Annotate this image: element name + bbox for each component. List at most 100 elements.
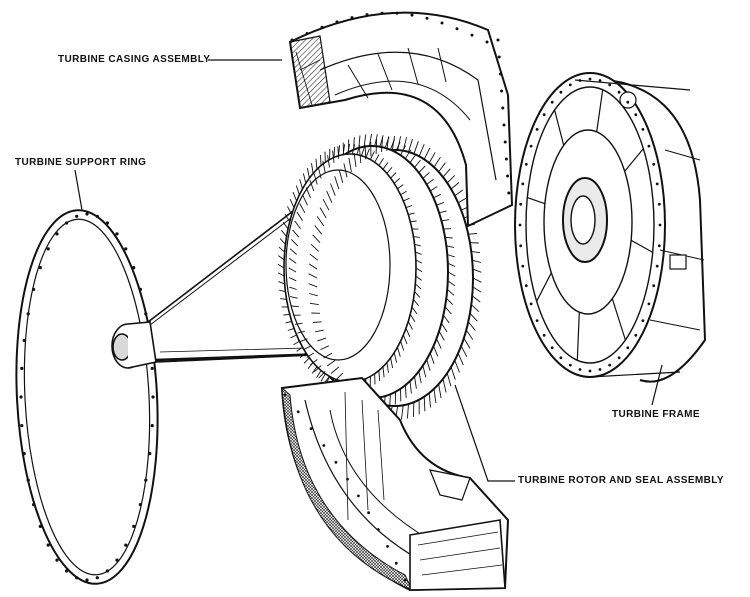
bolt-hole [19, 395, 23, 399]
rotor-blade [280, 298, 287, 300]
rotor-blade [400, 190, 407, 196]
rotor-blade [315, 329, 324, 333]
bolt-hole [46, 247, 50, 251]
rotor-blade [311, 163, 314, 174]
bolt-hole [38, 524, 42, 529]
bolt [470, 33, 474, 37]
bolt [455, 27, 459, 31]
rotor-blade [303, 345, 311, 351]
rotor-blade [364, 144, 367, 160]
rotor-blade [309, 253, 319, 261]
casing-flange-bolts [290, 11, 511, 195]
bolt [507, 191, 511, 195]
rotor-blade [397, 347, 401, 357]
rotor-blade [438, 162, 446, 173]
bolt [634, 333, 638, 337]
rotor-blade [332, 150, 335, 163]
rotor-blade [418, 144, 425, 157]
rotor-blade [279, 238, 286, 245]
rotor-blade [290, 238, 299, 247]
rotor-blade [457, 353, 464, 366]
rotor-blade [405, 205, 413, 209]
rotor-blade [414, 291, 421, 298]
bolt [501, 106, 505, 110]
rotor-blade [414, 159, 421, 168]
rotor-blade [358, 135, 361, 148]
rotor-blade [308, 283, 318, 288]
rotor-blade [406, 404, 409, 419]
rotor-blade [356, 144, 361, 155]
rotor-blade [319, 207, 327, 219]
rotor-blade [418, 371, 422, 384]
bolt-hole [95, 214, 99, 218]
rotor-blade [393, 178, 401, 184]
rotor-blade [415, 267, 423, 273]
rotor-blade [405, 328, 411, 337]
bolt-hole [132, 266, 136, 270]
rotor-blade [460, 345, 468, 358]
rotor-blade [289, 286, 297, 290]
bolt-hole [20, 366, 24, 370]
frame-strut [630, 239, 653, 253]
bolt [425, 16, 429, 20]
bolt-hole [85, 212, 89, 216]
bolt [529, 302, 533, 306]
rotor-blade [446, 245, 454, 248]
bolt [550, 346, 554, 350]
rotor-blade [337, 146, 340, 159]
rotor-blade [330, 366, 340, 374]
frame-strut [527, 197, 546, 205]
bolt-hole [138, 287, 142, 291]
bolt [535, 127, 539, 131]
bolt [634, 113, 638, 117]
bolt [568, 83, 572, 87]
bolt [598, 368, 602, 371]
rotor-blade [288, 257, 297, 264]
bolt-hole [85, 578, 89, 582]
rotor-blade [378, 157, 384, 166]
bolt [647, 144, 651, 148]
rotor-blade [302, 195, 308, 206]
bolt [658, 223, 662, 227]
rotor-blade [283, 313, 290, 316]
rotor-blade [433, 345, 439, 357]
rotor-blade [433, 156, 441, 168]
rotor-blade [292, 191, 298, 202]
bolt [647, 302, 651, 306]
rotor-blade [467, 321, 476, 331]
rotor-blade [294, 220, 301, 230]
rotor-blade [426, 178, 434, 185]
rotor-blade [359, 148, 362, 164]
bolt-hole [150, 366, 154, 370]
rotor-blade [469, 312, 478, 322]
rotor-blade [463, 337, 471, 349]
bolt [500, 89, 504, 93]
bolt-hole [22, 452, 26, 456]
rotor-blade [441, 322, 448, 333]
bolt [641, 319, 645, 322]
bolt-hole [55, 558, 59, 562]
rotor-blade [447, 289, 455, 296]
bolt [617, 356, 621, 360]
rotor-blade [472, 277, 482, 283]
frame-flange-bolts [518, 77, 662, 373]
rotor-blade [390, 172, 397, 179]
rotor-blade [447, 254, 455, 258]
bolt [309, 427, 313, 430]
bolt [502, 123, 506, 127]
bolt-hole [115, 558, 119, 562]
rotor-blade [409, 381, 412, 394]
bolt-hole [115, 232, 119, 236]
bolt [498, 72, 502, 76]
rotor-blade [443, 314, 450, 324]
rotor-blade [472, 268, 482, 273]
bolt [376, 528, 380, 531]
rotor-blade [413, 141, 419, 154]
rotor-blade [313, 173, 318, 185]
rotor-blade [390, 357, 394, 369]
rotor-blade [415, 251, 422, 255]
bolt [657, 244, 661, 248]
rotor-blade [438, 330, 445, 341]
rotor-blade [447, 280, 456, 287]
